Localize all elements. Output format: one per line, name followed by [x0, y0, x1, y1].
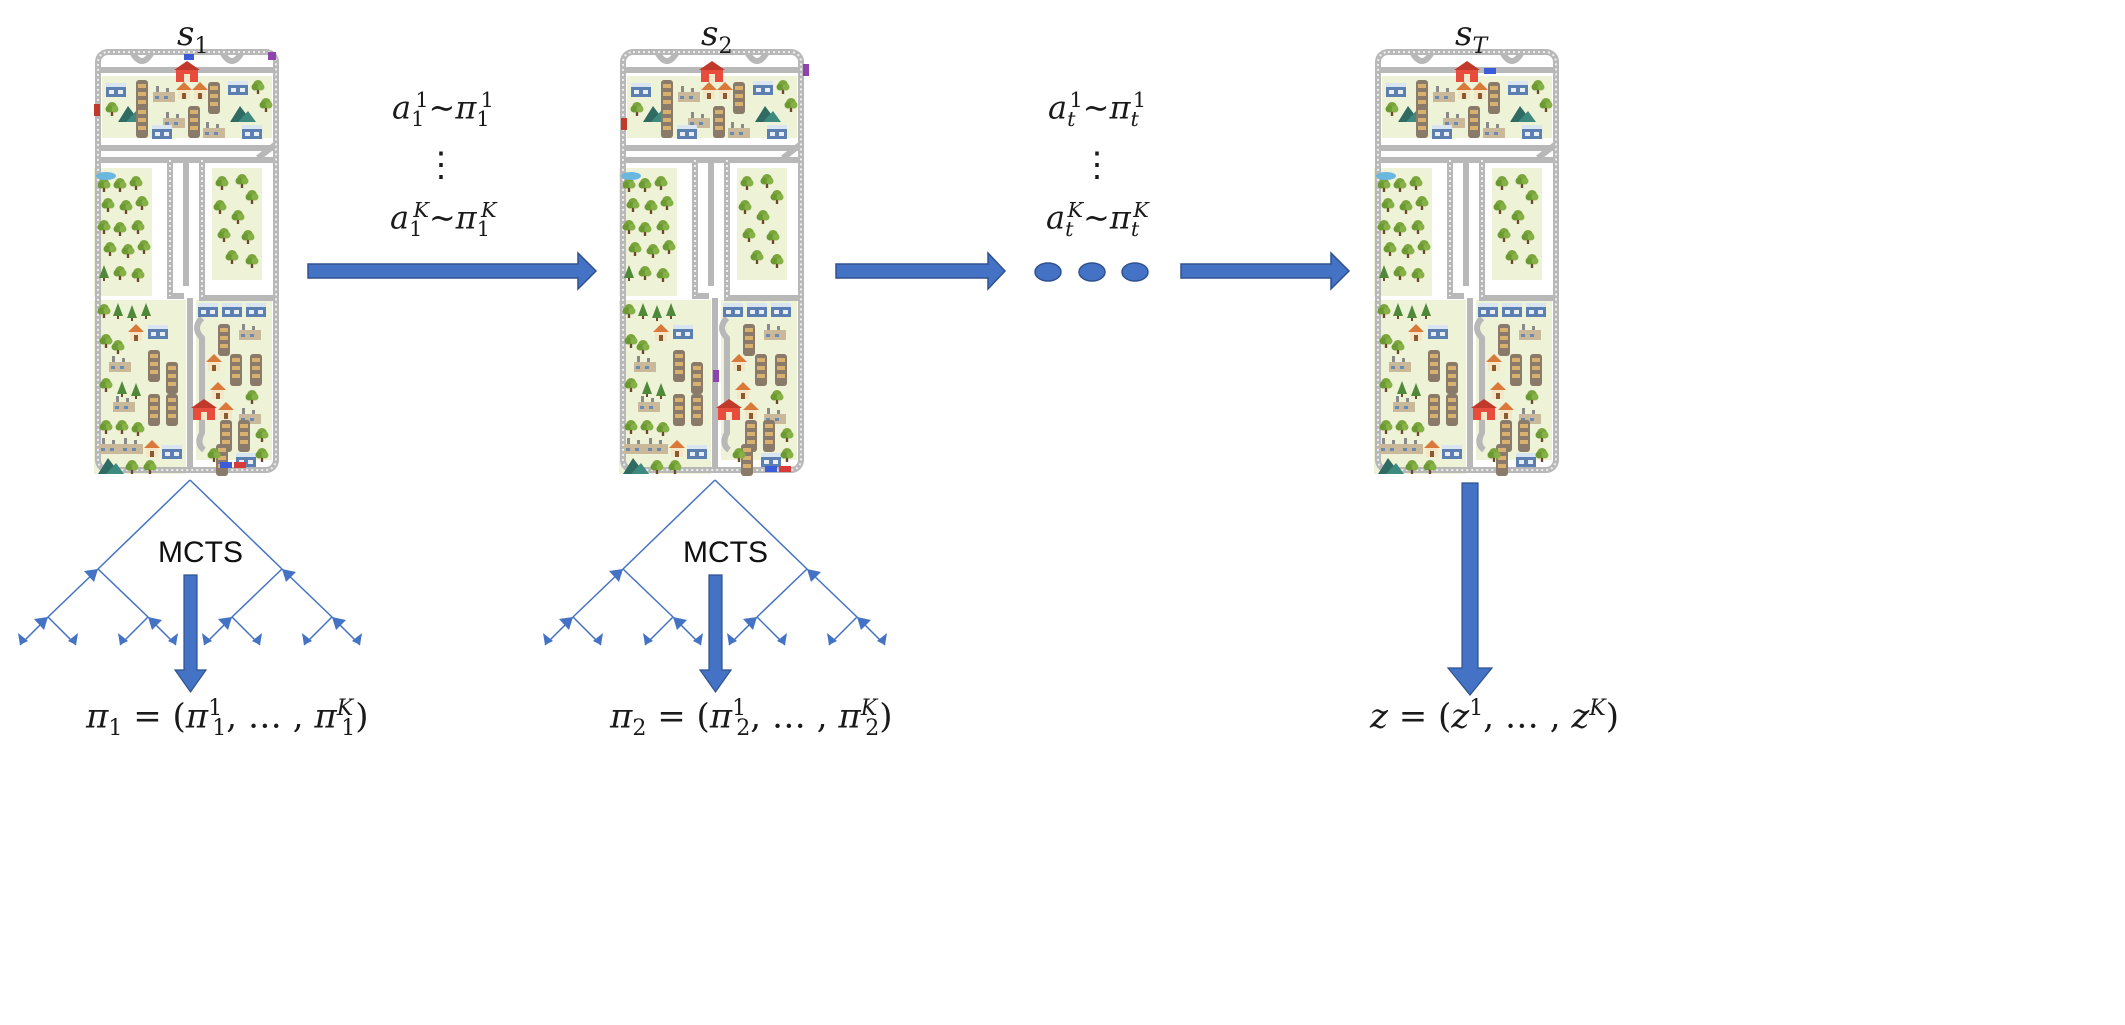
policy-equation-1: π1 = (π11, … , πK1)	[86, 695, 369, 742]
action-first-step1: a11∼π11	[392, 88, 494, 132]
mcts-tree-2	[543, 479, 887, 694]
policy-equation-2: π2 = (π12, … , πK2)	[610, 695, 893, 742]
transition-arrows	[307, 251, 1351, 291]
mcts-tree-1	[18, 479, 362, 694]
action-last-step-t: atK∼πtK	[1046, 198, 1149, 242]
state-map-2	[617, 48, 809, 476]
state-label-s2: s2	[701, 14, 733, 59]
state-map-T	[1372, 48, 1562, 476]
ellipsis-dots	[1034, 262, 1149, 282]
mcts-down-arrow-1	[173, 574, 208, 694]
arrow-dots-to-sT	[1180, 251, 1351, 291]
action-last-step1: a1K∼π1K	[390, 198, 497, 242]
outcome-down-arrow	[1446, 482, 1494, 696]
arrow-s2-to-dots	[835, 251, 1007, 291]
state-label-sT: sT	[1455, 14, 1488, 59]
state-map-1	[92, 48, 282, 476]
outcome-equation: z = (z1, … , zK)	[1370, 695, 1620, 737]
mcts-down-arrow-2	[698, 574, 733, 694]
arrow-s1-to-s2	[307, 251, 598, 291]
state-label-s1: s1	[177, 14, 209, 59]
mcts-label-2: MCTS	[683, 536, 768, 569]
action-vdots-step-t: ⋮	[1080, 145, 1114, 185]
action-vdots-step1: ⋮	[424, 145, 458, 185]
action-first-step-t: at1∼πt1	[1048, 88, 1147, 132]
mcts-label-1: MCTS	[158, 536, 243, 569]
